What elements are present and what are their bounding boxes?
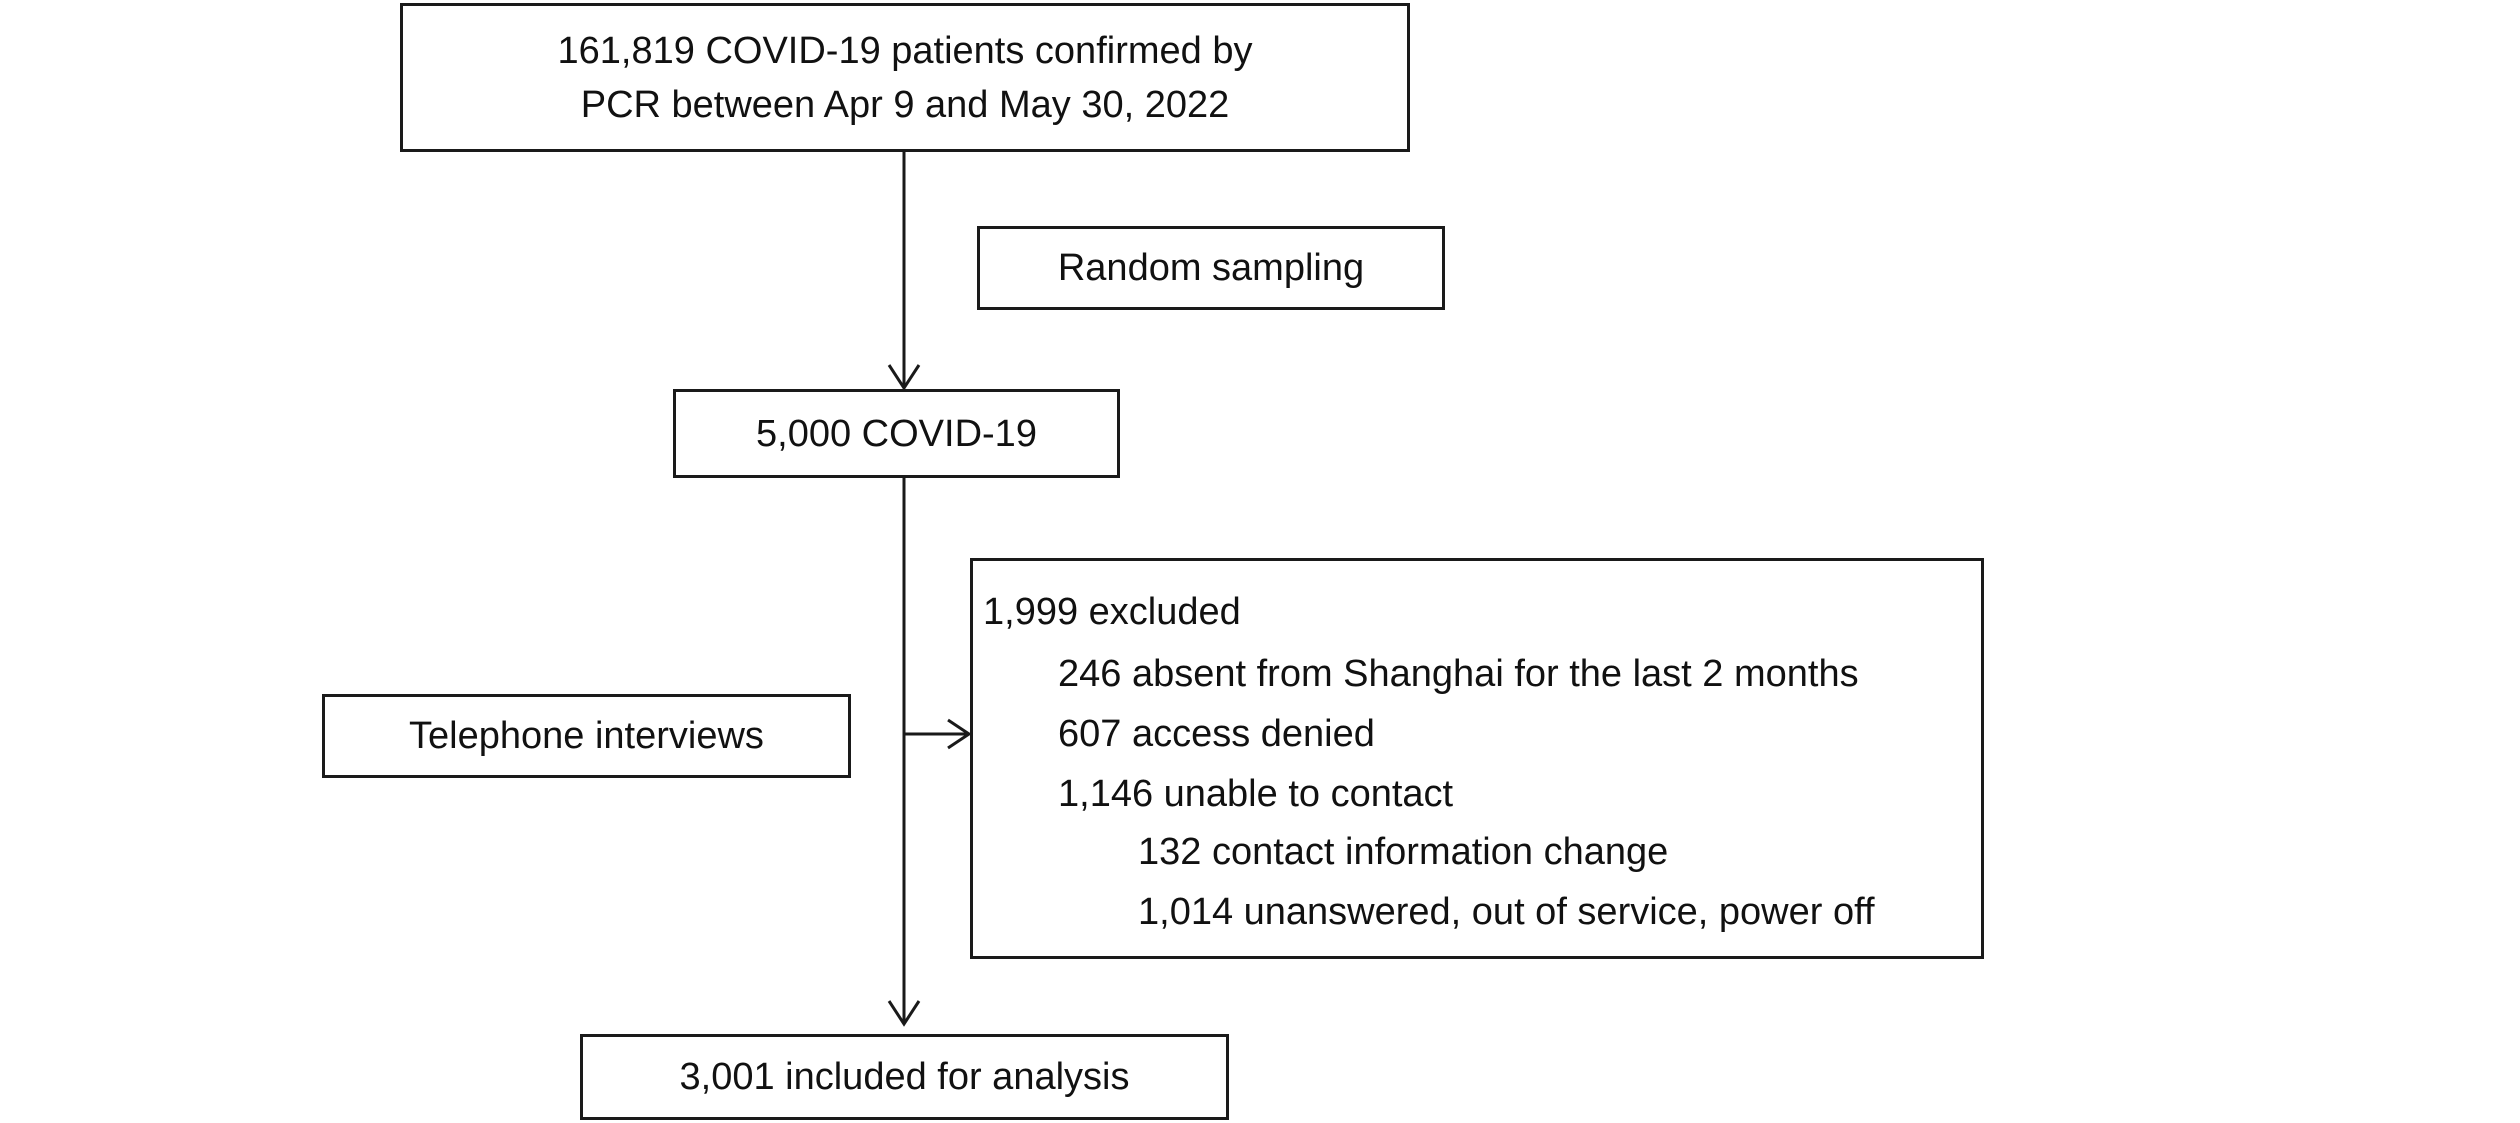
excluded-unanswered: 1,014 unanswered, out of service, power …	[1138, 891, 1875, 933]
telephone-interviews-label: Telephone interviews	[409, 715, 764, 757]
total-patients-line2: PCR between Apr 9 and May 30, 2022	[580, 83, 1230, 126]
random-sampling-label: Random sampling	[1057, 247, 1365, 289]
excluded-box: 1,999 excluded 246 absent from Shanghai …	[970, 558, 1984, 959]
excluded-denied: 607 access denied	[1058, 713, 1375, 755]
total-patients-line1: 161,819 COVID-19 patients confirmed by	[557, 29, 1253, 72]
excluded-unable: 1,146 unable to contact	[1058, 773, 1454, 815]
sampled-box: 5,000 COVID-19	[673, 389, 1120, 478]
excluded-absent: 246 absent from Shanghai for the last 2 …	[1058, 653, 1859, 695]
excluded-header: 1,999 excluded	[983, 591, 1241, 633]
arrowhead-sampled	[887, 364, 921, 391]
arrowhead-included	[887, 1000, 921, 1027]
telephone-interviews-box: Telephone interviews	[322, 694, 851, 778]
included-label: 3,001 included for analysis	[679, 1056, 1130, 1098]
included-box: 3,001 included for analysis	[580, 1034, 1229, 1120]
total-patients-box: 161,819 COVID-19 patients confirmed by P…	[400, 3, 1410, 152]
random-sampling-box: Random sampling	[977, 226, 1445, 310]
arrowhead-excluded	[947, 718, 972, 750]
sampled-label: 5,000 COVID-19	[756, 412, 1037, 455]
excluded-contact-change: 132 contact information change	[1138, 831, 1669, 873]
